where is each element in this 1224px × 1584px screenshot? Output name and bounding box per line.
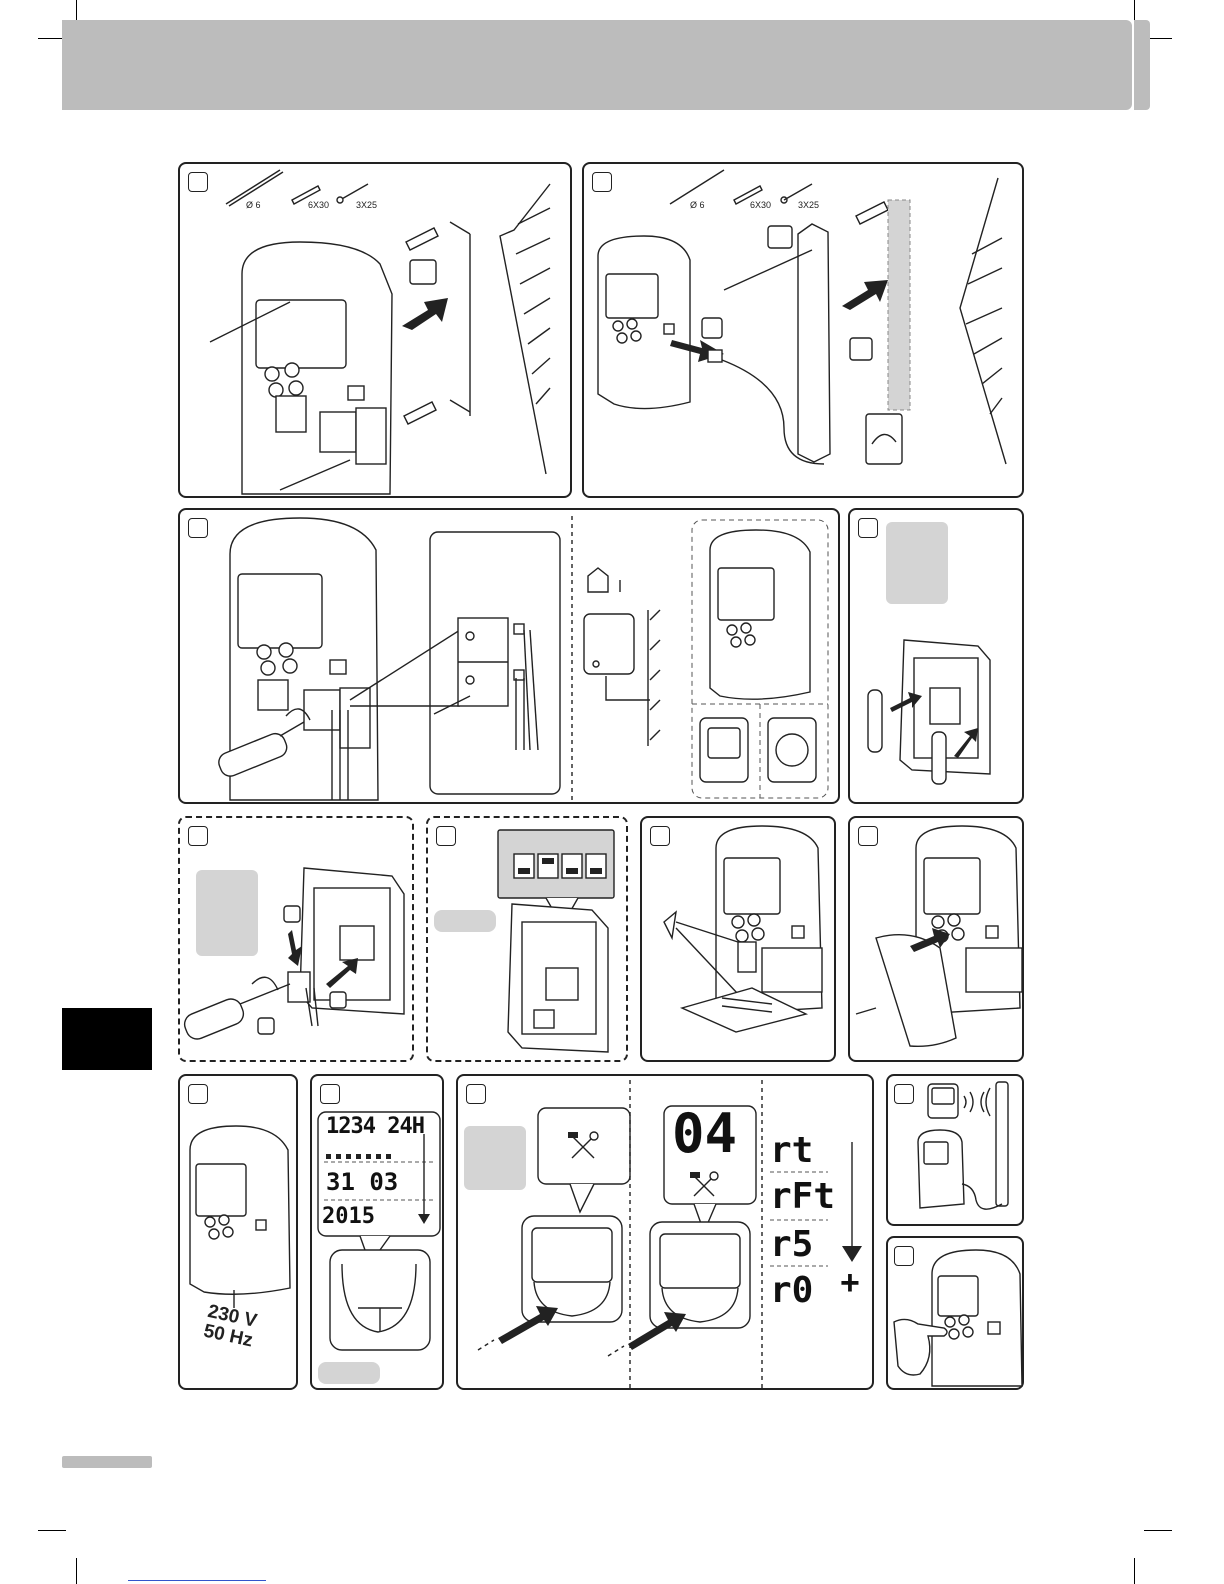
crop-mark (38, 1530, 66, 1531)
menu-item-rt: rt (770, 1132, 813, 1170)
wall-mount-illustration (180, 164, 574, 500)
panel-dip-switch (426, 816, 628, 1062)
controller-display (256, 300, 346, 368)
panel-wall-mount: Ø 6 6X30 3X25 (178, 162, 572, 498)
header-bar (62, 20, 1132, 110)
panel-power: 230 V 50 Hz (178, 1074, 298, 1390)
crop-mark (76, 1558, 77, 1584)
panel-battery (848, 508, 1024, 804)
drill-bit-icon (226, 170, 280, 204)
crop-mark (1134, 1558, 1135, 1584)
step-badge (410, 260, 436, 284)
crop-mark (1144, 1530, 1172, 1531)
display-line-1: 1234 24H (326, 1114, 424, 1139)
radio-pairing-illustration (888, 1076, 1026, 1228)
menu-item-rft: rFt (770, 1178, 835, 1216)
panel-date-setting: 1234 24H 31 03 2015 (310, 1074, 444, 1390)
wiring-illustration (180, 510, 842, 806)
house-icon (588, 568, 608, 592)
antenna-bar (798, 224, 830, 462)
panel-manual (640, 816, 836, 1062)
chapter-tab (62, 1008, 152, 1070)
panel-radio-pairing (886, 1074, 1024, 1226)
footer-bar (62, 1456, 152, 1468)
display-line-2: 31 03 (326, 1168, 398, 1196)
panel-connect-thermostat (178, 816, 414, 1062)
screw-icon (340, 184, 368, 200)
display-value: 04 (672, 1106, 737, 1162)
menu-item-r5: r5 (770, 1226, 813, 1264)
display-line-3: 2015 (322, 1204, 375, 1229)
plus-sign: + (840, 1264, 860, 1303)
battery-illustration (850, 510, 1026, 806)
panel-wiring (178, 508, 840, 804)
header-tab (1134, 20, 1150, 110)
panel-config-menu: 04 rt rFt r5 r0 + (456, 1074, 874, 1390)
panel-antenna-mount: Ø 6 6X30 3X25 (582, 162, 1024, 498)
battery-icon (868, 690, 882, 752)
antenna-mount-illustration (584, 164, 1026, 500)
panel-cover (848, 816, 1024, 1062)
dip-switch-illustration (428, 818, 630, 1064)
menu-item-r0: r0 (770, 1272, 813, 1310)
wall-plug-icon (292, 186, 320, 204)
arrow-right-icon (402, 298, 448, 330)
footer-link-underline (128, 1580, 266, 1581)
thermostat-wiring-illustration (180, 818, 416, 1064)
panel-press-button (886, 1236, 1024, 1390)
wall-outline (500, 184, 550, 474)
manual-illustration (642, 818, 838, 1064)
cover-illustration (850, 818, 1026, 1064)
press-button-illustration (888, 1238, 1026, 1392)
controller-body (598, 236, 690, 409)
